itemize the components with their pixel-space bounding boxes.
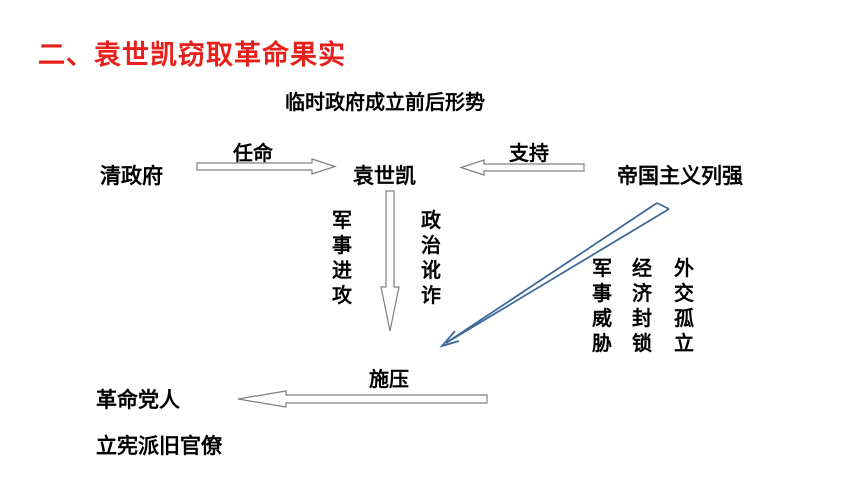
label-military-attack: 军事进攻 (332, 208, 352, 307)
label-appoint: 任命 (233, 141, 273, 165)
node-yuan-shikai: 袁世凯 (353, 164, 416, 188)
label-economic-blockade: 经济封锁 (632, 256, 652, 355)
arrow-qing-to-yuan (196, 158, 337, 175)
node-revolutionaries: 革命党人 (96, 388, 180, 412)
label-diplomatic-isolation: 外交孤立 (674, 256, 694, 355)
node-constitutionalists: 立宪派旧官僚 (96, 434, 222, 458)
label-political-fraud: 政治讹诈 (421, 208, 441, 307)
arrow-powers-pressure (439, 202, 670, 348)
arrow-powers-to-yuan (459, 159, 585, 176)
label-pressure: 施压 (369, 367, 409, 391)
arrow-yuan-down (380, 190, 400, 332)
node-qing-government: 清政府 (100, 164, 163, 188)
node-imperialist-powers: 帝国主义列强 (617, 164, 743, 188)
diagram-subtitle: 临时政府成立前后形势 (285, 90, 485, 114)
arrow-pressure-to-revolutionaries (237, 390, 488, 408)
label-military-threat: 军事威胁 (592, 256, 612, 355)
page-title: 二、袁世凯窃取革命果实 (38, 40, 346, 71)
label-support: 支持 (509, 141, 549, 165)
